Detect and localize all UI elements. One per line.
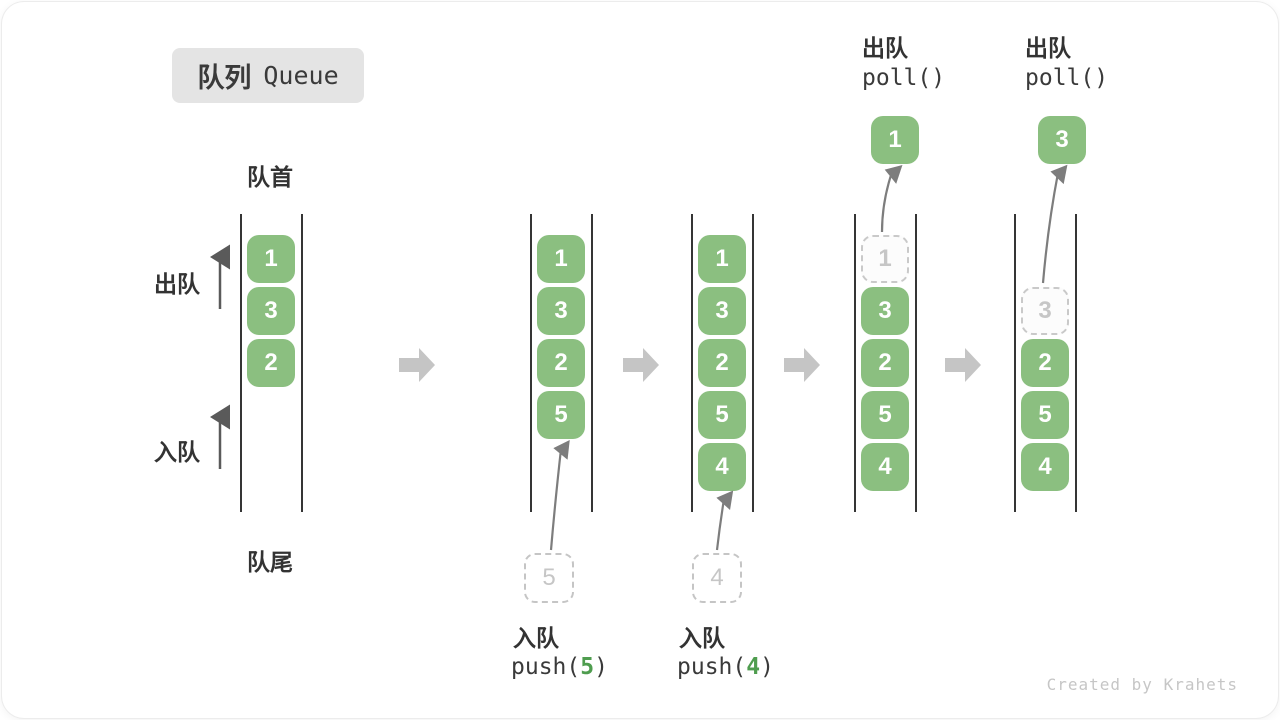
transition-arrow-icon bbox=[945, 348, 981, 382]
enqueue-op-label: 入队 bbox=[679, 625, 725, 651]
transition-arrow-icon bbox=[623, 348, 659, 382]
code-fn: push( bbox=[511, 654, 581, 680]
dequeue-arrow-icon bbox=[210, 244, 230, 309]
queue-wall bbox=[752, 214, 754, 512]
push-code-label: push(5) bbox=[511, 654, 608, 680]
queue-item: 5 bbox=[1021, 391, 1069, 439]
queue-wall bbox=[854, 214, 856, 512]
code-close: ) bbox=[594, 654, 608, 680]
code-arg: 4 bbox=[746, 654, 761, 680]
queue-wall bbox=[591, 214, 593, 512]
queue-item: 2 bbox=[861, 339, 909, 387]
code-close: ) bbox=[760, 654, 774, 680]
push-arrow-icon bbox=[549, 440, 570, 551]
queue-item: 1 bbox=[537, 235, 585, 283]
poll-code-label: poll() bbox=[862, 65, 946, 91]
polled-item: 3 bbox=[1038, 116, 1086, 164]
enqueue-arrow-icon bbox=[210, 404, 230, 469]
queue-item: 2 bbox=[1021, 339, 1069, 387]
incoming-item: 5 bbox=[524, 553, 574, 603]
queue-item: 2 bbox=[698, 339, 746, 387]
queue-wall bbox=[301, 214, 303, 512]
queue-item: 5 bbox=[698, 391, 746, 439]
dequeue-op-label: 出队 bbox=[862, 35, 908, 61]
poll-arrow-icon bbox=[1041, 164, 1068, 284]
queue-item: 4 bbox=[1021, 443, 1069, 491]
push-arrow-icon bbox=[715, 490, 734, 551]
queue-item: 3 bbox=[537, 287, 585, 335]
polled-item: 1 bbox=[871, 116, 919, 164]
queue-item: 5 bbox=[537, 391, 585, 439]
poll-arrow-icon bbox=[880, 165, 903, 233]
poll-code-label: poll() bbox=[1025, 65, 1109, 91]
enqueue-op-label: 入队 bbox=[513, 625, 559, 651]
queue-item: 3 bbox=[861, 287, 909, 335]
queue-item: 3 bbox=[247, 287, 295, 335]
transition-arrow-icon bbox=[784, 348, 820, 382]
queue-wall bbox=[1014, 214, 1016, 512]
queue-wall bbox=[1075, 214, 1077, 512]
queue-item: 2 bbox=[247, 339, 295, 387]
queue-item: 4 bbox=[861, 443, 909, 491]
incoming-item: 4 bbox=[692, 553, 742, 603]
code-arg: 5 bbox=[580, 654, 595, 680]
dequeue-side-label: 出队 bbox=[154, 271, 200, 297]
queue-rear-label: 队尾 bbox=[247, 549, 293, 575]
title-en: Queue bbox=[263, 61, 339, 90]
watermark: Created by Krahets bbox=[1046, 675, 1238, 694]
removed-item: 1 bbox=[861, 235, 909, 283]
queue-wall bbox=[915, 214, 917, 512]
transition-arrow-icon bbox=[399, 348, 435, 382]
queue-item: 5 bbox=[861, 391, 909, 439]
queue-item: 1 bbox=[247, 235, 295, 283]
queue-item: 4 bbox=[698, 443, 746, 491]
queue-wall bbox=[530, 214, 532, 512]
queue-front-label: 队首 bbox=[247, 164, 293, 190]
queue-item: 2 bbox=[537, 339, 585, 387]
title-badge: 队列 Queue bbox=[172, 48, 364, 103]
queue-wall bbox=[691, 214, 693, 512]
dequeue-op-label: 出队 bbox=[1025, 35, 1071, 61]
code-fn: push( bbox=[677, 654, 747, 680]
removed-item: 3 bbox=[1021, 287, 1069, 335]
enqueue-side-label: 入队 bbox=[154, 439, 200, 465]
queue-item: 3 bbox=[698, 287, 746, 335]
push-code-label: push(4) bbox=[677, 654, 774, 680]
queue-item: 1 bbox=[698, 235, 746, 283]
queue-wall bbox=[240, 214, 242, 512]
title-zh: 队列 bbox=[197, 63, 252, 93]
